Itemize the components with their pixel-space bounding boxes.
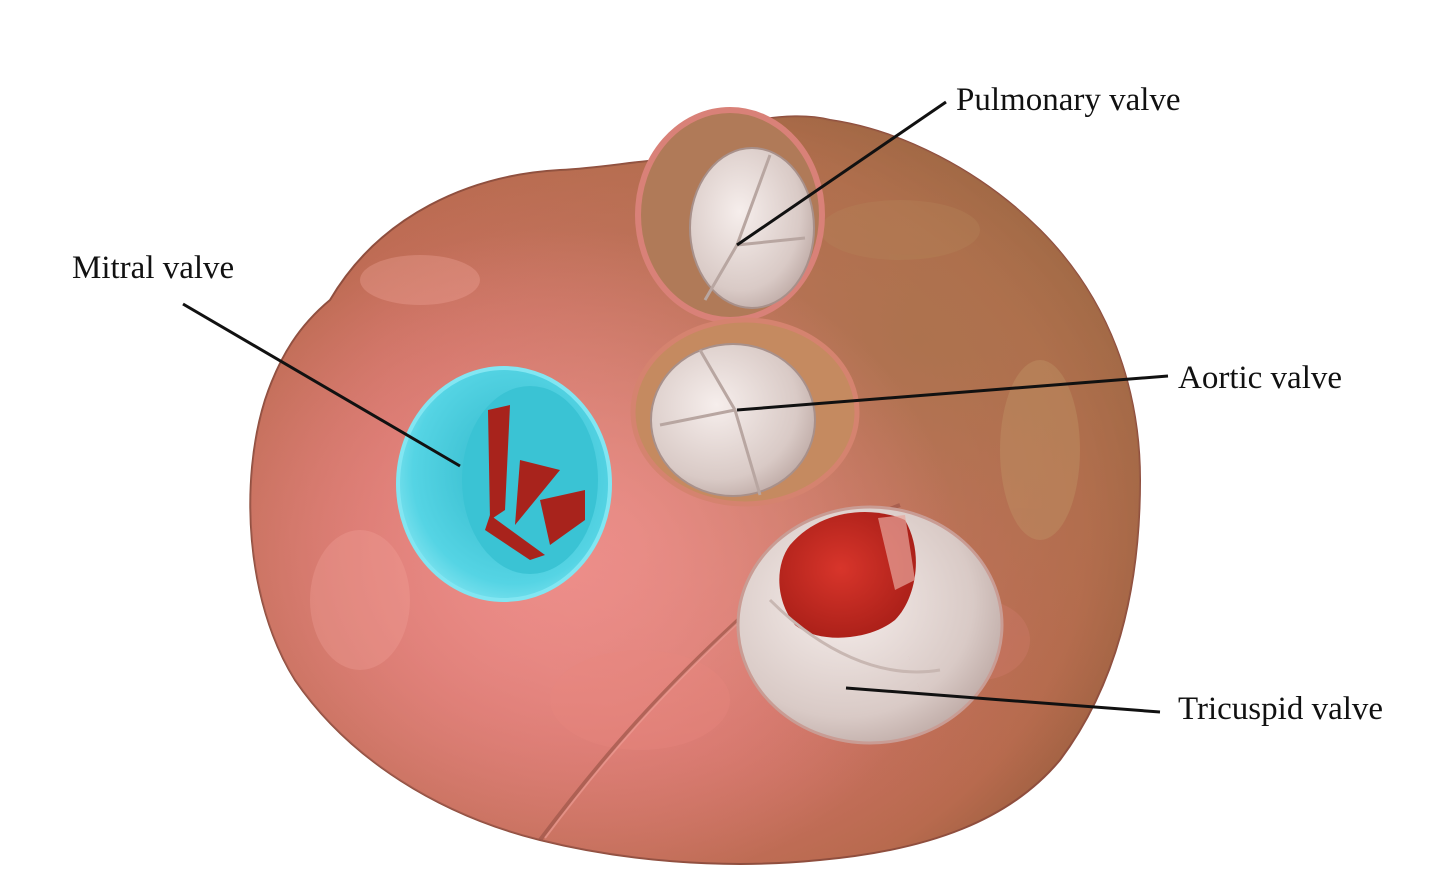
tricuspid-valve-label: Tricuspid valve xyxy=(1178,691,1384,727)
tricuspid-leader-line xyxy=(845,686,1161,714)
aortic-leader-line xyxy=(736,374,1169,412)
mitral-leader-line xyxy=(182,302,461,468)
pulmonary-leader-line xyxy=(736,100,947,247)
pulmonary-valve-label: Pulmonary valve xyxy=(956,82,1181,118)
mitral-valve xyxy=(396,366,612,602)
pulmonary-valve xyxy=(635,107,825,323)
aortic-valve-label: Aortic valve xyxy=(1178,360,1343,396)
mitral-valve-label: Mitral valve xyxy=(72,250,235,286)
aortic-valve xyxy=(630,317,860,507)
tricuspid-valve xyxy=(736,505,1004,745)
